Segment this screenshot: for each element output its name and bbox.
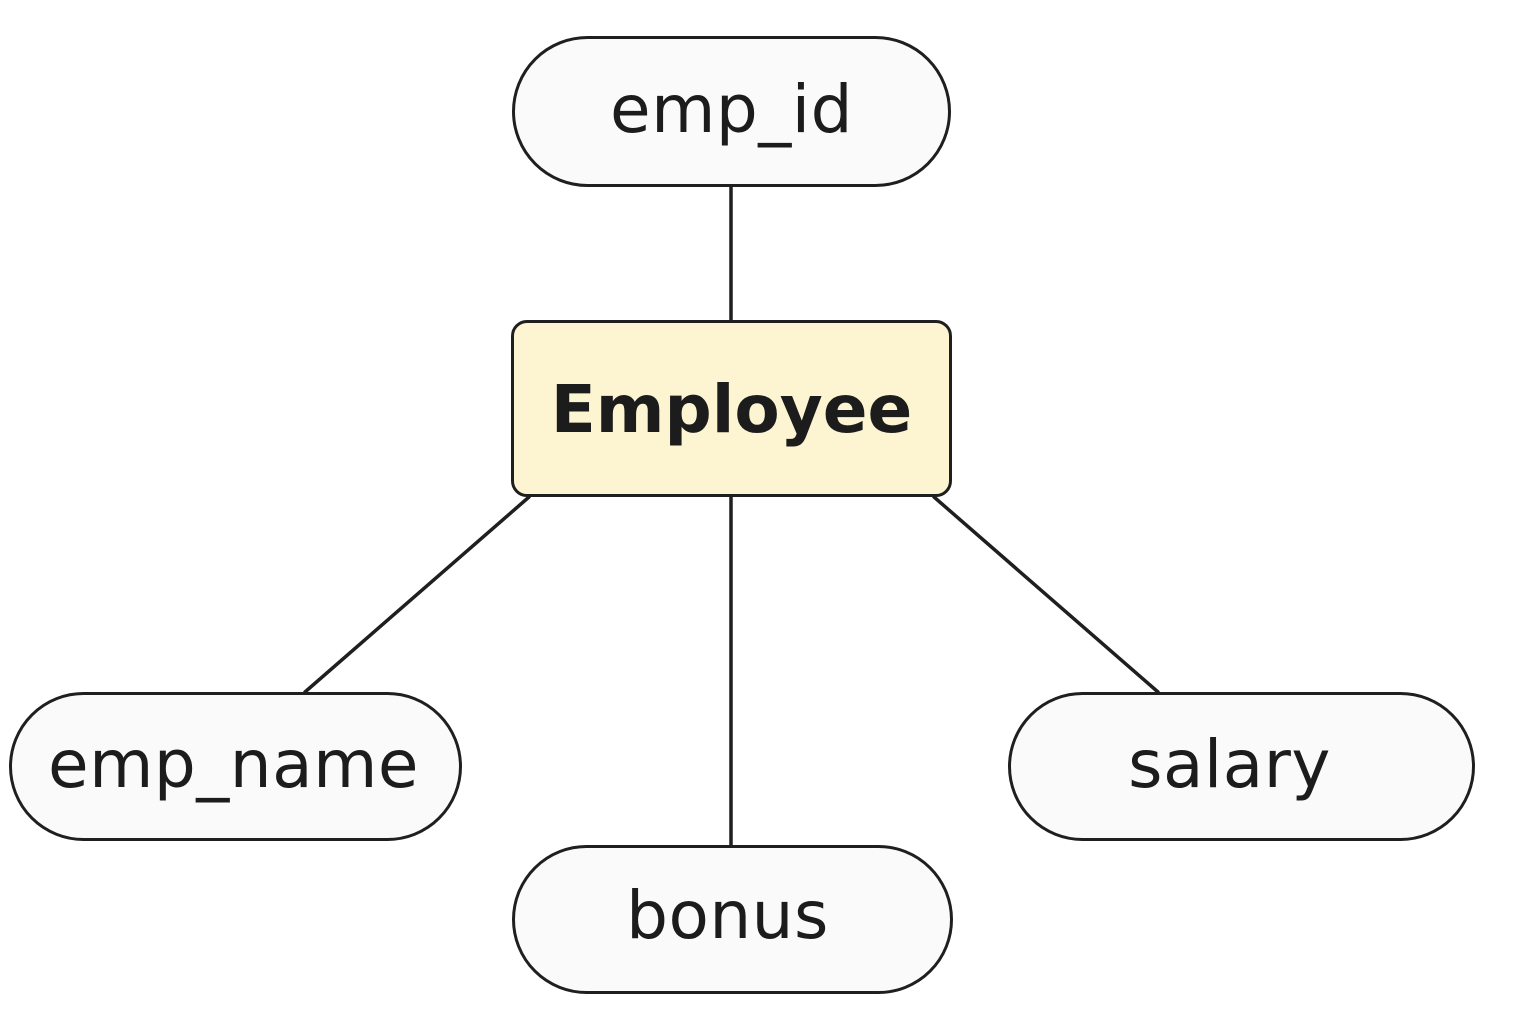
- attribute-bonus[interactable]: bonus: [512, 845, 953, 994]
- entity-employee[interactable]: Employee: [511, 320, 952, 497]
- attribute-emp-id-label: emp_id: [609, 71, 854, 148]
- attribute-salary[interactable]: salary: [1008, 692, 1475, 841]
- attribute-emp-id[interactable]: emp_id: [512, 36, 951, 187]
- attribute-salary-label: salary: [1128, 726, 1331, 803]
- connector-employee-emp-name: [303, 495, 531, 694]
- entity-employee-label: Employee: [550, 371, 913, 448]
- attribute-emp-name[interactable]: emp_name: [9, 692, 462, 841]
- attribute-emp-name-label: emp_name: [48, 726, 419, 803]
- attribute-bonus-label: bonus: [626, 877, 829, 954]
- connector-employee-salary: [932, 495, 1160, 694]
